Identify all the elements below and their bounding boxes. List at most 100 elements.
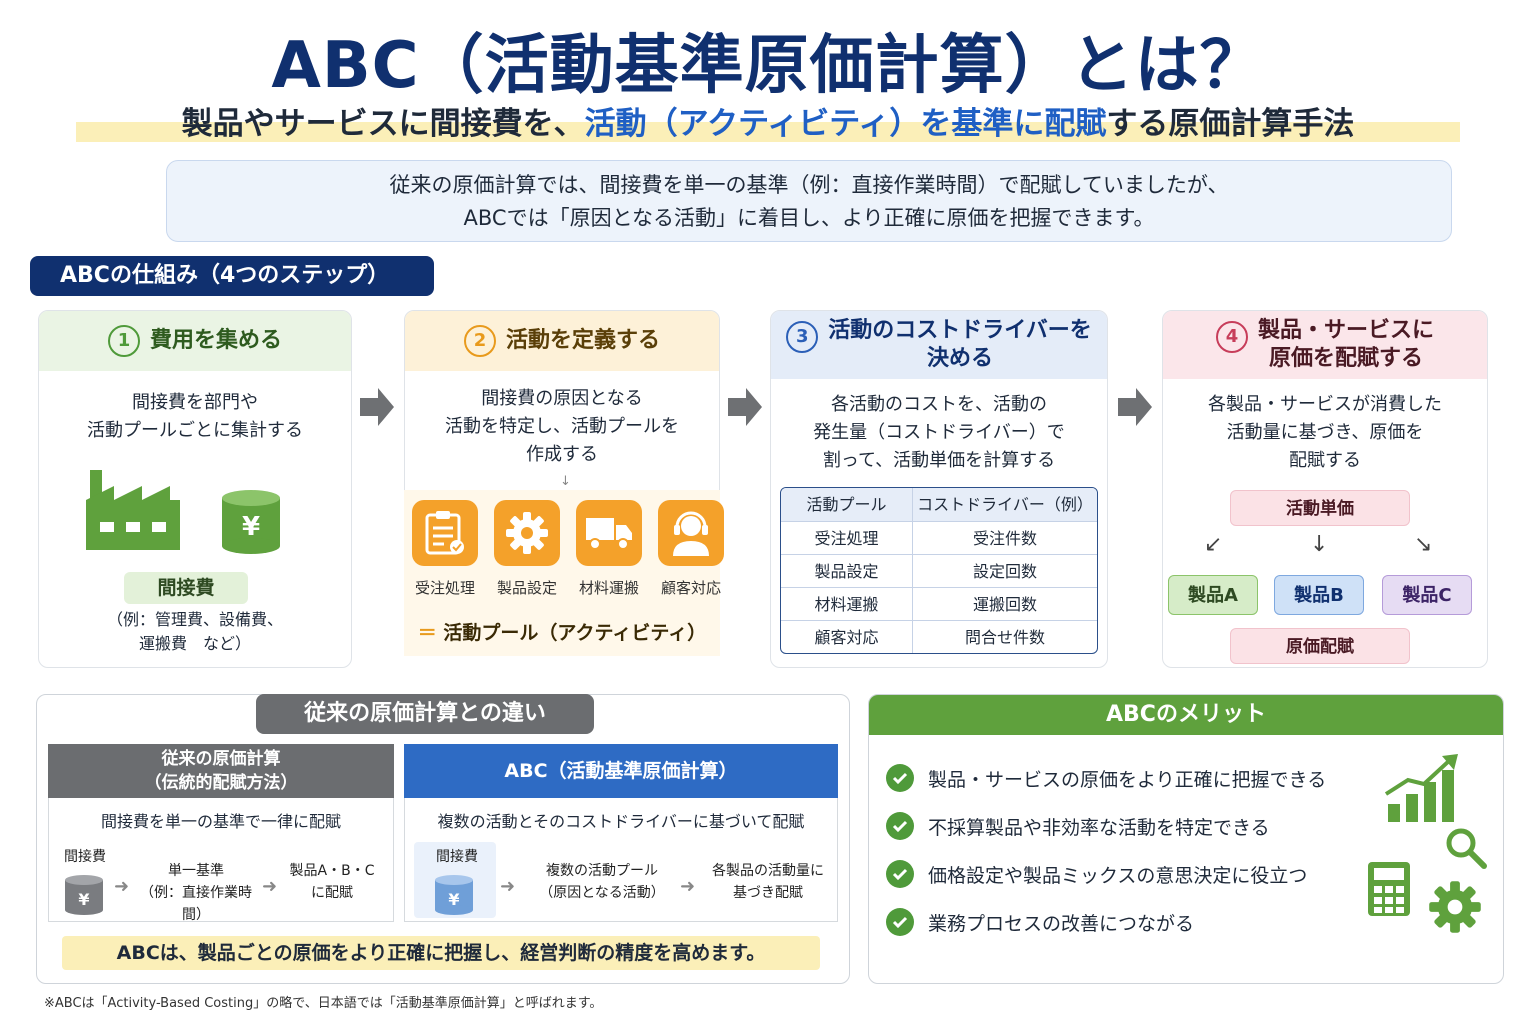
traditional-result-text: 製品A・B・C に配賦 (282, 860, 382, 904)
step-1-desc: 間接費を部門や 活動プールごとに集計する (39, 389, 351, 445)
traditional-header-line: （伝統的配賦方法） (144, 773, 298, 793)
table-cell: 顧客対応 (781, 621, 913, 653)
step-2-desc-line: 間接費の原因となる (481, 388, 643, 409)
traditional-result-line: に配賦 (311, 885, 353, 901)
intro-line-2: ABCでは「原因となる活動」に着目し、より正確に原価を把握できます。 (463, 206, 1155, 230)
traditional-result-line: 製品A・B・C (289, 863, 375, 879)
merit-text: 製品・サービスの原価をより正確に把握できる (928, 768, 1327, 791)
step-4-desc-line: 配賦する (1289, 450, 1361, 471)
single-basis-text: 単一基準 （例：直接作業時間） (132, 860, 260, 926)
clipboard-icon (412, 500, 478, 566)
merit-item: 業務プロセスの改善につながる (886, 908, 1194, 936)
activity-label: 材料運搬 (578, 579, 639, 597)
step-4-desc-line: 各製品・サービスが消費した (1208, 394, 1442, 415)
check-icon (886, 860, 914, 888)
comparison-title: 従来の原価計算との違い (256, 694, 594, 734)
subtitle-part2: 活動（アクティビティ）を基準に配賦 (584, 106, 1107, 142)
step-3-header: 3 活動のコストドライバーを 決める (771, 311, 1107, 379)
arrow-down-icon: ↓ (1310, 532, 1329, 557)
page-title: ABC（活動基準原価計算）とは？ (271, 29, 1265, 103)
yen-cylinder-icon: ¥ (222, 490, 280, 554)
merit-text: 業務プロセスの改善につながる (928, 912, 1195, 935)
arrow-down-left-icon: ↙ (1204, 532, 1223, 557)
table-cell: 受注件数 (972, 529, 1037, 548)
traditional-body (48, 798, 394, 922)
check-icon (886, 764, 914, 792)
merits-title: ABCのメリット (869, 695, 1503, 735)
step-1-title: 費用を集める (149, 328, 282, 353)
step-2-desc: 間接費の原因となる 活動を特定し、活動プールを 作成する (405, 385, 719, 469)
activity-label: 受注処理 (414, 579, 475, 597)
abc-pool-line: （原因となる活動） (539, 885, 665, 901)
arrow-right-icon (1118, 388, 1152, 426)
activity-pool-label: ＝ 活動プール（アクティビティ） (404, 618, 720, 645)
step-1-header: 1 費用を集める (39, 311, 351, 371)
svg-text:¥: ¥ (448, 890, 459, 909)
arrow-right-icon (728, 388, 762, 426)
svg-text:¥: ¥ (242, 512, 260, 542)
table-cell: 問合せ件数 (964, 628, 1045, 647)
intro-box: 従来の原価計算では、間接費を単一の基準（例：直接作業時間）で配賦していましたが、… (166, 160, 1452, 242)
abc-result-text: 各製品の活動量に 基づき配賦 (700, 860, 836, 904)
overhead-example-line: 運搬費 など） (138, 634, 251, 653)
step-4-desc-line: 活動量に基づき、原価を (1226, 422, 1424, 443)
step-3-desc-line: 各活動のコストを、活動の (831, 394, 1047, 415)
gear-icon (1429, 881, 1481, 933)
table-cell: 製品設定 (781, 555, 913, 587)
magnifier-icon (1446, 828, 1487, 869)
cost-allocation-box: 原価配賦 (1230, 628, 1410, 664)
activity-label: 顧客対応 (660, 579, 721, 597)
subtitle-highlight (76, 122, 1460, 142)
merit-text: 不採算製品や非効率な活動を特定できる (928, 816, 1270, 839)
conclusion-banner: ABCは、製品ごとの原価をより正確に把握し、経営判断の精度を高めます。 (62, 936, 820, 970)
traditional-header-line: 従来の原価計算 (161, 749, 281, 769)
step-3-title-line: 活動のコストドライバーを (828, 318, 1092, 343)
factory-icon (86, 470, 180, 550)
gear-icon (494, 500, 560, 566)
step-4-title-line: 製品・サービスに (1257, 318, 1434, 343)
growth-chart-icon (1384, 754, 1458, 822)
flow-arrow-icon: ➜ (680, 876, 696, 897)
subtitle-part3: する原価計算手法 (1106, 106, 1355, 142)
traditional-cost-label: 間接費 (64, 849, 106, 865)
step-4-desc: 各製品・サービスが消費した 活動量に基づき、原価を 配賦する (1163, 391, 1487, 475)
table-cell: 受注処理 (781, 522, 913, 554)
merit-item: 価格設定や製品ミックスの意思決定に役立つ (886, 860, 1307, 888)
calculator-icon (1368, 862, 1410, 916)
table-cell: 運搬回数 (972, 595, 1037, 614)
check-icon (886, 908, 914, 936)
step-3-title: 活動のコストドライバーを 決める (828, 317, 1092, 373)
step-1-desc-line: 活動プールごとに集計する (87, 420, 303, 441)
arrow-down-right-icon: ↘ (1414, 532, 1433, 557)
yen-cylinder-icon: ¥ (65, 875, 103, 915)
step-2-number: 2 (463, 325, 496, 357)
abc-result-line: 基づき配賦 (733, 885, 803, 901)
down-arrow-icon: ↓ (560, 474, 571, 489)
subtitle-part1: 製品やサービスに間接費を、 (181, 106, 585, 142)
merit-text: 価格設定や製品ミックスの意思決定に役立つ (928, 864, 1308, 887)
merits-panel: ABCのメリット (868, 694, 1504, 984)
step-4-title-line: 原価を配賦する (1268, 346, 1423, 371)
svg-text:¥: ¥ (78, 890, 89, 909)
step-2-header: 2 活動を定義する (405, 311, 719, 371)
table-header-cell: 活動プール (781, 488, 913, 521)
step-3-title-line: 決める (926, 346, 993, 371)
activity-unit-price-box: 活動単価 (1230, 490, 1410, 526)
single-basis-line: （例：直接作業時間） (140, 885, 252, 923)
yen-cylinder-icon: ¥ (435, 875, 473, 915)
flow-arrow-icon: ➜ (114, 876, 130, 897)
abc-pool-text: 複数の活動プール （原因となる活動） (528, 860, 676, 904)
merit-item: 不採算製品や非効率な活動を特定できる (886, 812, 1270, 840)
cost-driver-table: 活動プール コストドライバー（例） 受注処理 受注件数 製品設定 設定回数 材料… (780, 487, 1098, 654)
step-3-desc-line: 割って、活動単価を計算する (822, 450, 1056, 471)
step-3-desc: 各活動のコストを、活動の 発生量（コストドライバー）で 割って、活動単価を計算す… (771, 391, 1107, 475)
headset-person-icon (658, 500, 724, 566)
table-row: 顧客対応 問合せ件数 (781, 620, 1097, 653)
step-2-title: 活動を定義する (505, 328, 660, 353)
equals-sign: ＝ (417, 622, 437, 644)
arrow-right-icon (360, 388, 394, 426)
product-a-box: 製品A (1168, 575, 1258, 615)
subtitle-text: 製品やサービスに間接費を、活動（アクティビティ）を基準に配賦する原価計算手法 (76, 98, 1460, 143)
abc-subtitle: 複数の活動とそのコストドライバーに基づいて配賦 (437, 812, 805, 831)
truck-icon (576, 500, 642, 566)
